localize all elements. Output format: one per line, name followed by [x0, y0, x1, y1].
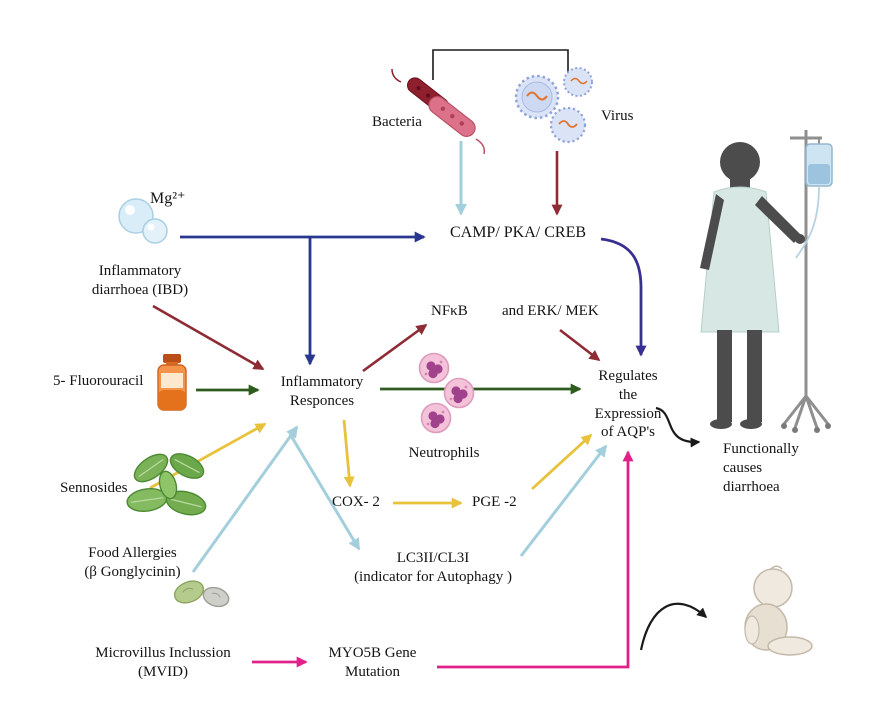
magnesium-label: Mg²⁺	[150, 190, 186, 207]
arrow-myo5b-to-regulates	[437, 450, 634, 669]
functional-diarrhoea-label: Functionally causes diarrhoea	[723, 441, 799, 495]
arrow-nfkb-to-regulates	[559, 328, 601, 362]
arrow-pge2-to-regulates	[531, 433, 593, 491]
neutrophils-label: Neutrophils	[408, 445, 480, 461]
baby-silhouette	[744, 565, 813, 656]
ibd-label: Inflammatory diarrhoea (IBD)	[91, 263, 189, 298]
arrow-lc3-to-regulates	[519, 444, 608, 557]
arrow-food-to-inflammatory	[191, 425, 299, 573]
food-allergies-label: Food Allergies (β Gonglycinin)	[84, 545, 181, 580]
erk-mek-label: and ERK/ MEK	[502, 303, 599, 319]
regulates-aqp-label: Regulates the Expression of AQP's	[594, 368, 662, 441]
virus-icon	[514, 67, 593, 144]
magnesium-bubbles-icon	[118, 198, 168, 244]
camp-pka-creb-label: CAMP/ PKA/ CREB	[449, 224, 587, 241]
bacteria-icon	[391, 68, 486, 155]
virus-label: Virus	[601, 108, 634, 124]
grouping-bracket	[432, 49, 569, 80]
arrow-camp-to-regulates	[600, 237, 647, 357]
arrow-regulates-to-patient	[655, 406, 701, 448]
fluorouracil-label: 5- Fluorouracil	[53, 373, 144, 389]
arrow-to-infant	[639, 602, 708, 651]
inflammatory-responses-label: Inflammatory Responces	[280, 374, 364, 409]
arrow-inflammatory-to-cox2	[342, 419, 355, 488]
soy-beans-icon	[173, 580, 230, 608]
mvid-label: Microvillus Inclussion (MVID)	[95, 645, 231, 680]
patient-silhouette	[700, 142, 805, 429]
arrow-inflammatory-to-nfkb	[362, 323, 428, 373]
sennosides-leaves-icon	[126, 453, 207, 516]
lc3-autophagy-label: LC3II/CL3I (indicator for Autophagy )	[354, 550, 512, 585]
cox2-label: COX- 2	[332, 494, 380, 510]
sennosides-label: Sennosides	[60, 480, 128, 496]
myo5b-label: MYO5B Gene Mutation	[328, 645, 417, 680]
nfkb-label: NFκB	[431, 303, 468, 319]
arrow-inflammatory-to-lc3	[288, 433, 361, 551]
bacteria-label: Bacteria	[372, 114, 422, 130]
arrow-ibd-to-inflammatory	[152, 304, 265, 371]
neutrophil-cells-icon	[418, 352, 475, 434]
iv-bag-icon	[795, 138, 833, 259]
fluorouracil-vial-icon	[157, 354, 187, 411]
pge2-label: PGE -2	[472, 494, 517, 510]
